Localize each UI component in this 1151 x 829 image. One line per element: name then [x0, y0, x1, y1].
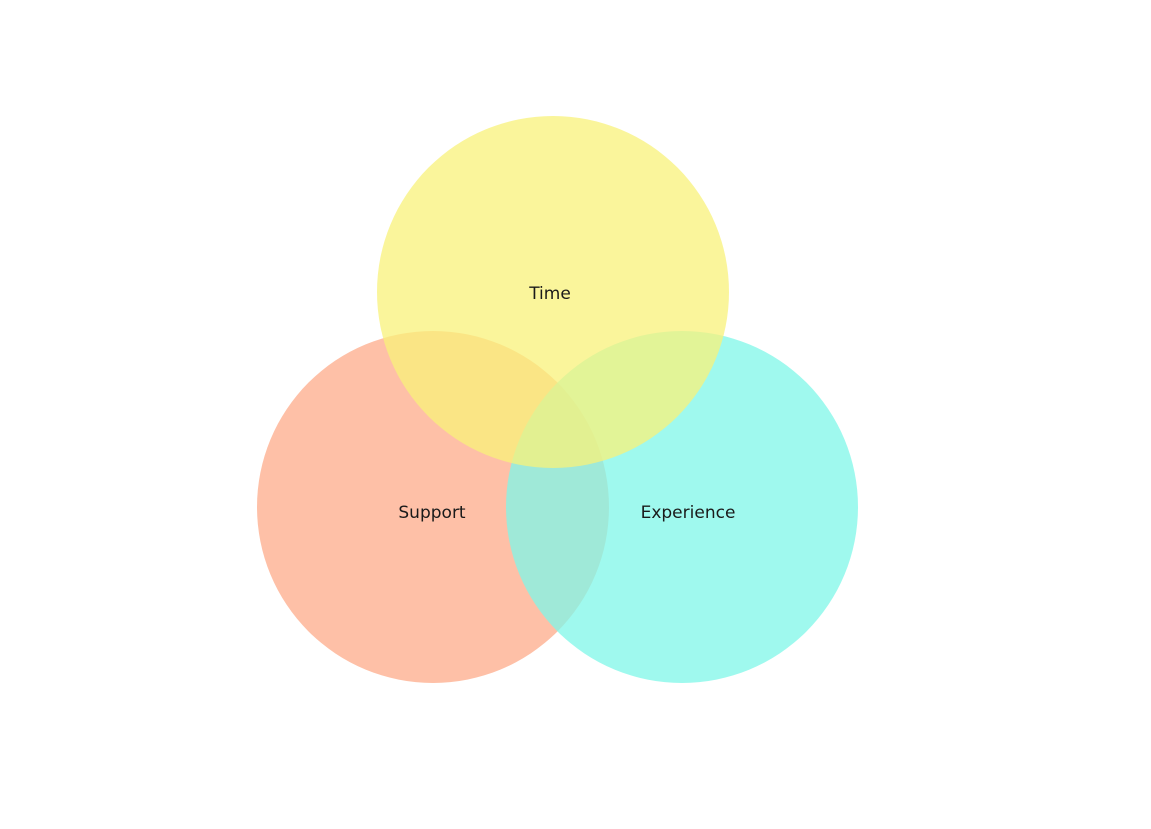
time-circle [377, 116, 729, 468]
venn-circles [257, 116, 858, 683]
venn-labels: Time Support Experience [398, 284, 735, 523]
experience-label: Experience [641, 503, 736, 523]
support-label: Support [398, 503, 466, 523]
time-label: Time [528, 284, 571, 304]
